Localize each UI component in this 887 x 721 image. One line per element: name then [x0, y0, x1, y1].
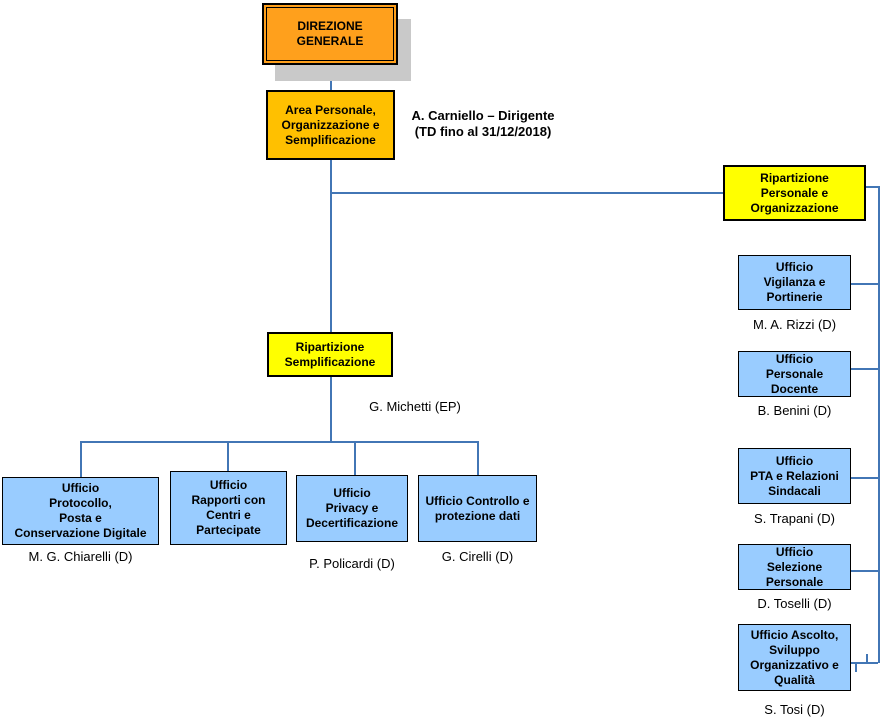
ufficio-controllo-label: Ufficio Controllo e protezione dati — [425, 493, 530, 523]
caption-rizzi: M. A. Rizzi (D) — [752, 317, 837, 332]
connector-area-down — [330, 160, 332, 332]
node-ufficio-vigilanza: Ufficio Vigilanza e Portinerie — [738, 255, 851, 310]
connector-tick-top — [866, 654, 868, 662]
node-ufficio-pta: Ufficio PTA e Relazioni Sindacali — [738, 448, 851, 504]
caption-dirigente-area: A. Carniello – Dirigente (TD fino al 31/… — [398, 108, 568, 140]
dirigente-name: A. Carniello – Dirigente — [411, 108, 555, 123]
node-ufficio-privacy: Ufficio Privacy e Decertificazione — [296, 475, 408, 542]
ufficio-privacy-label: Ufficio Privacy e Decertificazione — [305, 486, 399, 530]
ufficio-selezione-label: Ufficio Selezione Personale — [765, 544, 824, 589]
node-ripartizione-personale: Ripartizione Personale e Organizzazione — [723, 165, 866, 221]
connector-stub-pta — [851, 477, 878, 479]
ufficio-protocollo-label: Ufficio Protocollo, Posta e Conservazion… — [14, 481, 147, 540]
ufficio-vigilanza-label: Ufficio Vigilanza e Portinerie — [763, 260, 826, 304]
dirigente-note: (TD fino al 31/12/2018) — [414, 124, 552, 139]
node-ripartizione-semplificazione: Ripartizione Semplificazione — [267, 332, 393, 377]
connector-stub-selezione — [851, 570, 878, 572]
caption-tosi: S. Tosi (D) — [764, 702, 825, 717]
connector-stub-docente — [851, 368, 878, 370]
caption-chiarelli: M. G. Chiarelli (D) — [28, 549, 133, 564]
caption-benini: B. Benini (D) — [757, 403, 832, 418]
ufficio-rapporti-label: Ufficio Rapporti con Centri e Partecipat… — [191, 478, 266, 537]
caption-cirelli: G. Cirelli (D) — [441, 549, 514, 564]
connector-drop-protocollo — [80, 441, 82, 477]
connector-stub-vigilanza — [851, 283, 878, 285]
ripartizione-semplificazione-label: Ripartizione Semplificazione — [284, 339, 376, 369]
node-ufficio-ascolto: Ufficio Ascolto, Sviluppo Organizzativo … — [738, 624, 851, 691]
node-ufficio-controllo: Ufficio Controllo e protezione dati — [418, 475, 537, 542]
connector-drop-controllo — [477, 441, 479, 475]
ufficio-ascolto-label: Ufficio Ascolto, Sviluppo Organizzativo … — [750, 627, 839, 687]
connector-distributor — [80, 441, 478, 443]
connector-stub-rip-personale — [866, 186, 879, 188]
connector-drop-privacy — [354, 441, 356, 475]
caption-trapani: S. Trapani (D) — [754, 511, 835, 526]
direzione-inner-frame: DIREZIONE GENERALE — [266, 7, 394, 61]
connector-tick-bottom — [855, 663, 857, 672]
connector-stub-ascolto — [851, 662, 878, 664]
caption-policardi: P. Policardi (D) — [309, 556, 395, 571]
node-ufficio-personale-docente: Ufficio Personale Docente — [738, 351, 851, 397]
node-ufficio-rapporti: Ufficio Rapporti con Centri e Partecipat… — [170, 471, 287, 545]
connector-branch-personale — [330, 192, 723, 194]
node-ufficio-selezione: Ufficio Selezione Personale — [738, 544, 851, 590]
area-label: Area Personale, Organizzazione e Semplif… — [281, 102, 380, 147]
node-ufficio-protocollo: Ufficio Protocollo, Posta e Conservazion… — [2, 477, 159, 545]
connector-semplificazione-down — [330, 377, 332, 441]
connector-drop-rapporti — [227, 441, 229, 471]
ripartizione-personale-label: Ripartizione Personale e Organizzazione — [750, 170, 839, 215]
ufficio-pta-label: Ufficio PTA e Relazioni Sindacali — [750, 453, 839, 498]
connector-trunk-right — [878, 186, 880, 663]
caption-toselli: D. Toselli (D) — [757, 596, 832, 611]
node-area-personale: Area Personale, Organizzazione e Semplif… — [266, 90, 395, 160]
ufficio-docente-label: Ufficio Personale Docente — [765, 351, 824, 396]
direzione-label: DIREZIONE GENERALE — [296, 19, 364, 48]
node-direzione-generale: DIREZIONE GENERALE — [262, 3, 398, 65]
caption-michetti: G. Michetti (EP) — [369, 399, 461, 414]
